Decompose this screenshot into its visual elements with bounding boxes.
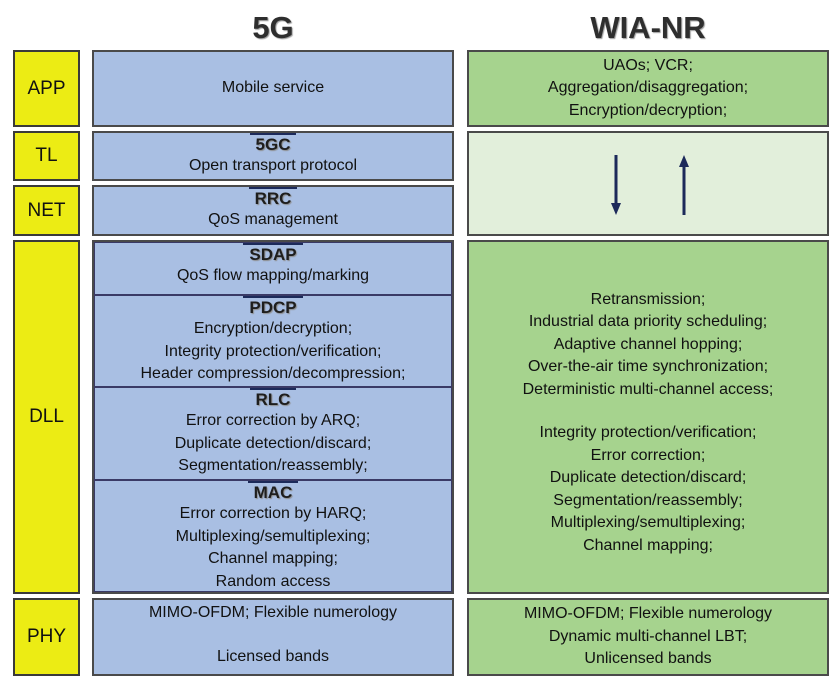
fiveg-rlc-line: Segmentation/reassembly; <box>178 457 368 474</box>
wianr-dll-line: Duplicate detection/discard; <box>549 469 747 487</box>
wianr-phy-cell: MIMO-OFDM; Flexible numerology Dynamic m… <box>467 598 829 676</box>
fiveg-sdap-cell: SDAP QoS flow mapping/marking <box>94 242 452 295</box>
fiveg-rrc-cell: RRC QoS management <box>92 185 454 236</box>
fiveg-app-text: Mobile service <box>221 79 325 97</box>
wianr-dll-line: Adaptive channel hopping; <box>553 335 743 353</box>
header-wia-nr: WIA-NR <box>590 10 706 45</box>
fiveg-rlc-cell: RLC Error correction by ARQ; Duplicate d… <box>94 387 452 480</box>
wianr-dll-line: Deterministic multi-channel access; <box>522 380 774 398</box>
arrow-down-icon <box>611 155 621 215</box>
fiveg-phy-cell: MIMO-OFDM; Flexible numerology Licensed … <box>92 598 454 676</box>
fiveg-rlc-line: Duplicate detection/discard; <box>174 434 372 452</box>
wianr-dll-line: Segmentation/reassembly; <box>553 491 743 509</box>
wianr-app-line: Encryption/decryption; <box>568 101 728 119</box>
fiveg-5gc-title: 5GC <box>249 133 297 155</box>
wianr-dll-line: Industrial data priority scheduling; <box>528 313 768 331</box>
fiveg-mac-line: Multiplexing/semultiplexing; <box>175 527 371 545</box>
layer-tl: TL <box>13 131 80 181</box>
fiveg-5gc-cell: 5GC Open transport protocol <box>92 131 454 181</box>
wianr-app-line: Aggregation/disaggregation; <box>547 79 749 97</box>
fiveg-mac-line: Channel mapping; <box>208 550 338 567</box>
fiveg-rlc-title: RLC <box>249 388 297 410</box>
wianr-dll-line: Channel mapping; <box>583 536 713 554</box>
fiveg-phy-line: Licensed bands <box>216 647 330 665</box>
layer-dll: DLL <box>13 240 80 594</box>
layer-phy: PHY <box>13 598 80 676</box>
fiveg-pdcp-line: Encryption/decryption; <box>193 320 353 337</box>
wianr-app-cell: UAOs; VCR; Aggregation/disaggregation; E… <box>467 50 829 127</box>
fiveg-sdap-title: SDAP <box>243 243 303 265</box>
fiveg-sdap-line: QoS flow mapping/marking <box>176 267 370 284</box>
wianr-app-line: UAOs; VCR; <box>603 56 693 74</box>
fiveg-mac-line: Random access <box>215 572 331 590</box>
arrow-up-icon <box>679 155 689 215</box>
wianr-dll-line: Retransmission; <box>590 290 706 308</box>
fiveg-rrc-line: QoS management <box>208 211 338 228</box>
fiveg-pdcp-line: Integrity protection/verification; <box>164 342 382 360</box>
fiveg-pdcp-cell: PDCP Encryption/decryption; Integrity pr… <box>94 295 452 387</box>
wianr-dll-line: Multiplexing/semultiplexing; <box>550 514 746 532</box>
wianr-phy-line: Unlicensed bands <box>584 650 712 668</box>
fiveg-mac-title: MAC <box>247 481 299 503</box>
wianr-dll-cell: Retransmission; Industrial data priority… <box>467 240 829 594</box>
fiveg-rrc-title: RRC <box>248 187 298 209</box>
wianr-phy-line: MIMO-OFDM; Flexible numerology <box>523 605 773 623</box>
fiveg-phy-line: MIMO-OFDM; Flexible numerology <box>148 604 398 621</box>
wianr-transport-cell <box>467 131 829 236</box>
fiveg-mac-cell: MAC Error correction by HARQ; Multiplexi… <box>94 480 452 592</box>
fiveg-rlc-line: Error correction by ARQ; <box>185 412 361 429</box>
layer-net: NET <box>13 185 80 236</box>
wianr-phy-line: Dynamic multi-channel LBT; <box>548 627 748 645</box>
fiveg-pdcp-line: Header compression/decompression; <box>140 365 406 382</box>
fiveg-mac-line: Error correction by HARQ; <box>179 505 367 522</box>
wianr-dll-line: Over-the-air time synchronization; <box>527 358 769 376</box>
fiveg-pdcp-title: PDCP <box>243 296 303 318</box>
wianr-dll-line: Error correction; <box>590 446 706 464</box>
layer-app: APP <box>13 50 80 127</box>
header-5g: 5G <box>252 10 294 45</box>
fiveg-5gc-line: Open transport protocol <box>188 157 358 174</box>
fiveg-app-cell: Mobile service <box>92 50 454 127</box>
wianr-dll-line: Integrity protection/verification; <box>539 424 757 442</box>
